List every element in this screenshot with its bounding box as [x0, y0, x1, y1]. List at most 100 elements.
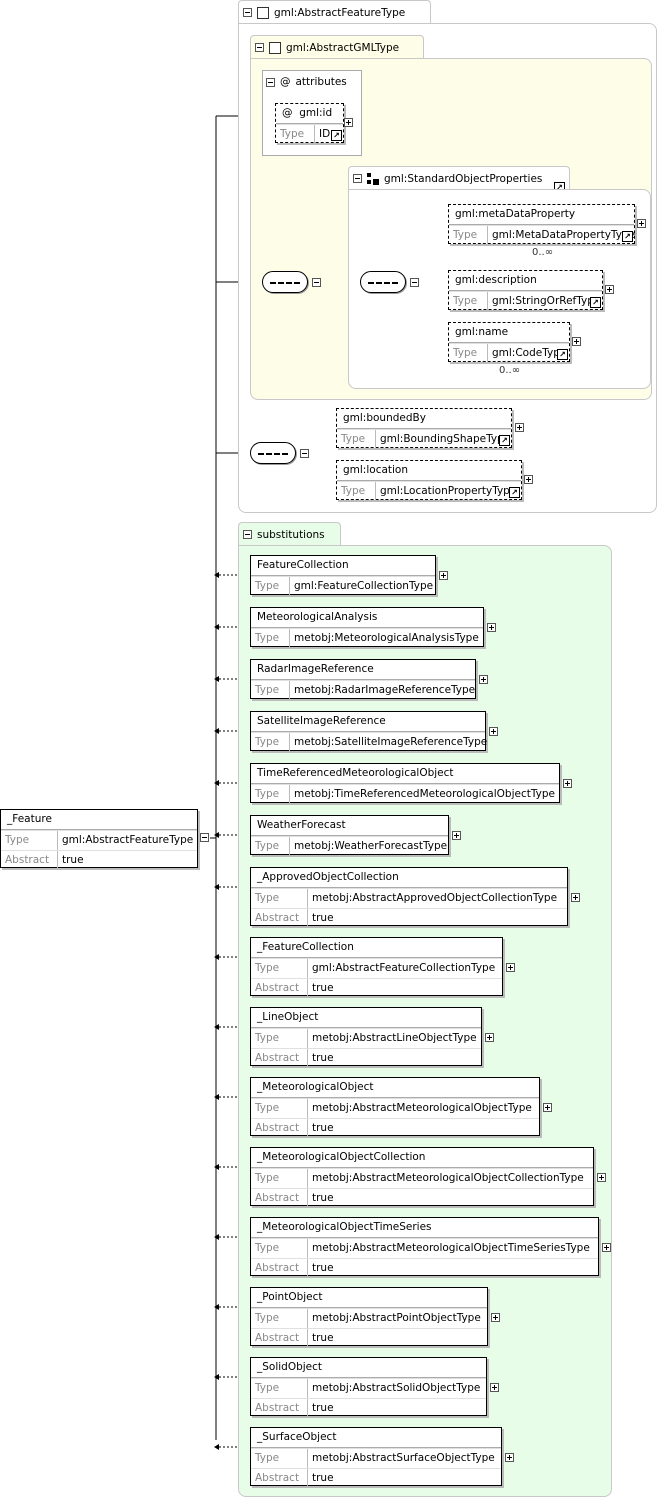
collapse-icon[interactable]	[266, 77, 275, 87]
collapse-icon[interactable]	[243, 8, 252, 17]
type-value: gml:BoundingShapeType	[380, 433, 511, 445]
expand-icon[interactable]	[485, 1033, 494, 1042]
standard-object-properties-tab[interactable]: gml:StandardObjectProperties	[348, 166, 570, 190]
substitutions-tab[interactable]: substitutions	[238, 522, 341, 546]
collapse-icon[interactable]	[410, 278, 419, 287]
type-value: metobj:MeteorologicalAnalysisType	[294, 632, 479, 644]
collapse-icon[interactable]	[243, 530, 252, 539]
collapse-icon[interactable]	[255, 43, 264, 52]
expand-icon[interactable]	[439, 571, 448, 580]
abstract-gml-type-tab[interactable]: gml:AbstractGMLType	[250, 35, 424, 59]
substitution-arrow-head	[214, 1374, 219, 1380]
element-name: _FeatureCollection	[251, 938, 502, 958]
substitution-arrow-head	[214, 676, 219, 682]
abstract-value: true	[312, 982, 334, 994]
expand-icon[interactable]	[524, 475, 533, 484]
expand-icon[interactable]	[597, 1173, 606, 1182]
type-link-icon[interactable]: ↗	[509, 487, 520, 498]
type-value: metobj:AbstractMeteorologicalObjectColle…	[312, 1172, 584, 1184]
type-key: Type	[251, 837, 290, 856]
expand-icon[interactable]	[489, 727, 498, 736]
abstract-value: true	[312, 1122, 334, 1134]
expand-icon[interactable]	[543, 1103, 552, 1112]
element-name: _ApprovedObjectCollection	[251, 868, 567, 888]
element-name: gml:boundedBy	[337, 409, 511, 429]
type-key: Type	[276, 125, 315, 144]
attributes-label: attributes	[295, 76, 347, 88]
substitution-arrow-head	[214, 832, 219, 838]
attributes-header[interactable]: @ attributes	[266, 76, 347, 88]
collapse-icon[interactable]	[312, 278, 321, 287]
expand-icon[interactable]	[506, 963, 515, 972]
expand-icon[interactable]	[605, 285, 614, 294]
type-key: Type	[251, 733, 290, 752]
type-link-icon[interactable]: ↗	[499, 435, 510, 446]
type-value: metobj:SatelliteImageReferenceType	[294, 736, 488, 748]
abstract-key: Abstract	[251, 1469, 308, 1488]
type-value: metobj:AbstractLineObjectType	[312, 1032, 477, 1044]
type-link-icon[interactable]: ↗	[622, 231, 633, 242]
type-link-icon[interactable]: ↗	[590, 297, 601, 308]
sequence-compositor-icon	[250, 442, 296, 464]
type-key: Type	[251, 959, 308, 978]
collapse-icon[interactable]	[353, 174, 362, 183]
expand-icon[interactable]	[572, 337, 581, 346]
type-value: metobj:RadarImageReferenceType	[294, 684, 476, 696]
type-value: gml:AbstractFeatureType	[62, 834, 194, 846]
abstract-value: true	[312, 1402, 334, 1414]
type-value: metobj:AbstractMeteorologicalObjectType	[312, 1102, 532, 1114]
type-value: metobj:AbstractPointObjectType	[312, 1312, 481, 1324]
collapse-icon[interactable]	[200, 833, 209, 842]
type-value: metobj:AbstractSurfaceObjectType	[312, 1452, 495, 1464]
expand-icon[interactable]	[602, 1243, 611, 1252]
collapse-icon[interactable]	[300, 449, 309, 458]
expand-icon[interactable]	[515, 423, 524, 432]
expand-icon[interactable]	[452, 831, 461, 840]
expand-icon[interactable]	[491, 1313, 500, 1322]
expand-icon[interactable]	[344, 118, 353, 127]
expand-icon[interactable]	[637, 219, 646, 228]
abstract-feature-type-tab[interactable]: gml:AbstractFeatureType	[238, 0, 431, 24]
expand-icon[interactable]	[479, 675, 488, 684]
sequence-compositor-icon	[262, 271, 308, 293]
abstract-value: true	[312, 912, 334, 924]
abstract-value: true	[312, 1052, 334, 1064]
complex-type-icon	[257, 6, 269, 19]
expand-icon[interactable]	[490, 1383, 499, 1392]
type-link-icon[interactable]: ↗	[331, 130, 342, 141]
expand-icon[interactable]	[571, 893, 580, 902]
element-name: RadarImageReference	[251, 660, 475, 680]
expand-icon[interactable]	[487, 623, 496, 632]
element-name: _Feature	[1, 810, 197, 830]
type-value: gml:StringOrRefType	[492, 295, 601, 307]
expand-icon[interactable]	[563, 779, 572, 788]
type-link-icon[interactable]: ↗	[557, 349, 568, 360]
abstract-key: Abstract	[251, 909, 308, 928]
expand-icon[interactable]	[505, 1453, 514, 1462]
type-key: Type	[1, 831, 58, 850]
type-key: Type	[251, 889, 308, 908]
substitution-arrow-head	[214, 1164, 219, 1170]
